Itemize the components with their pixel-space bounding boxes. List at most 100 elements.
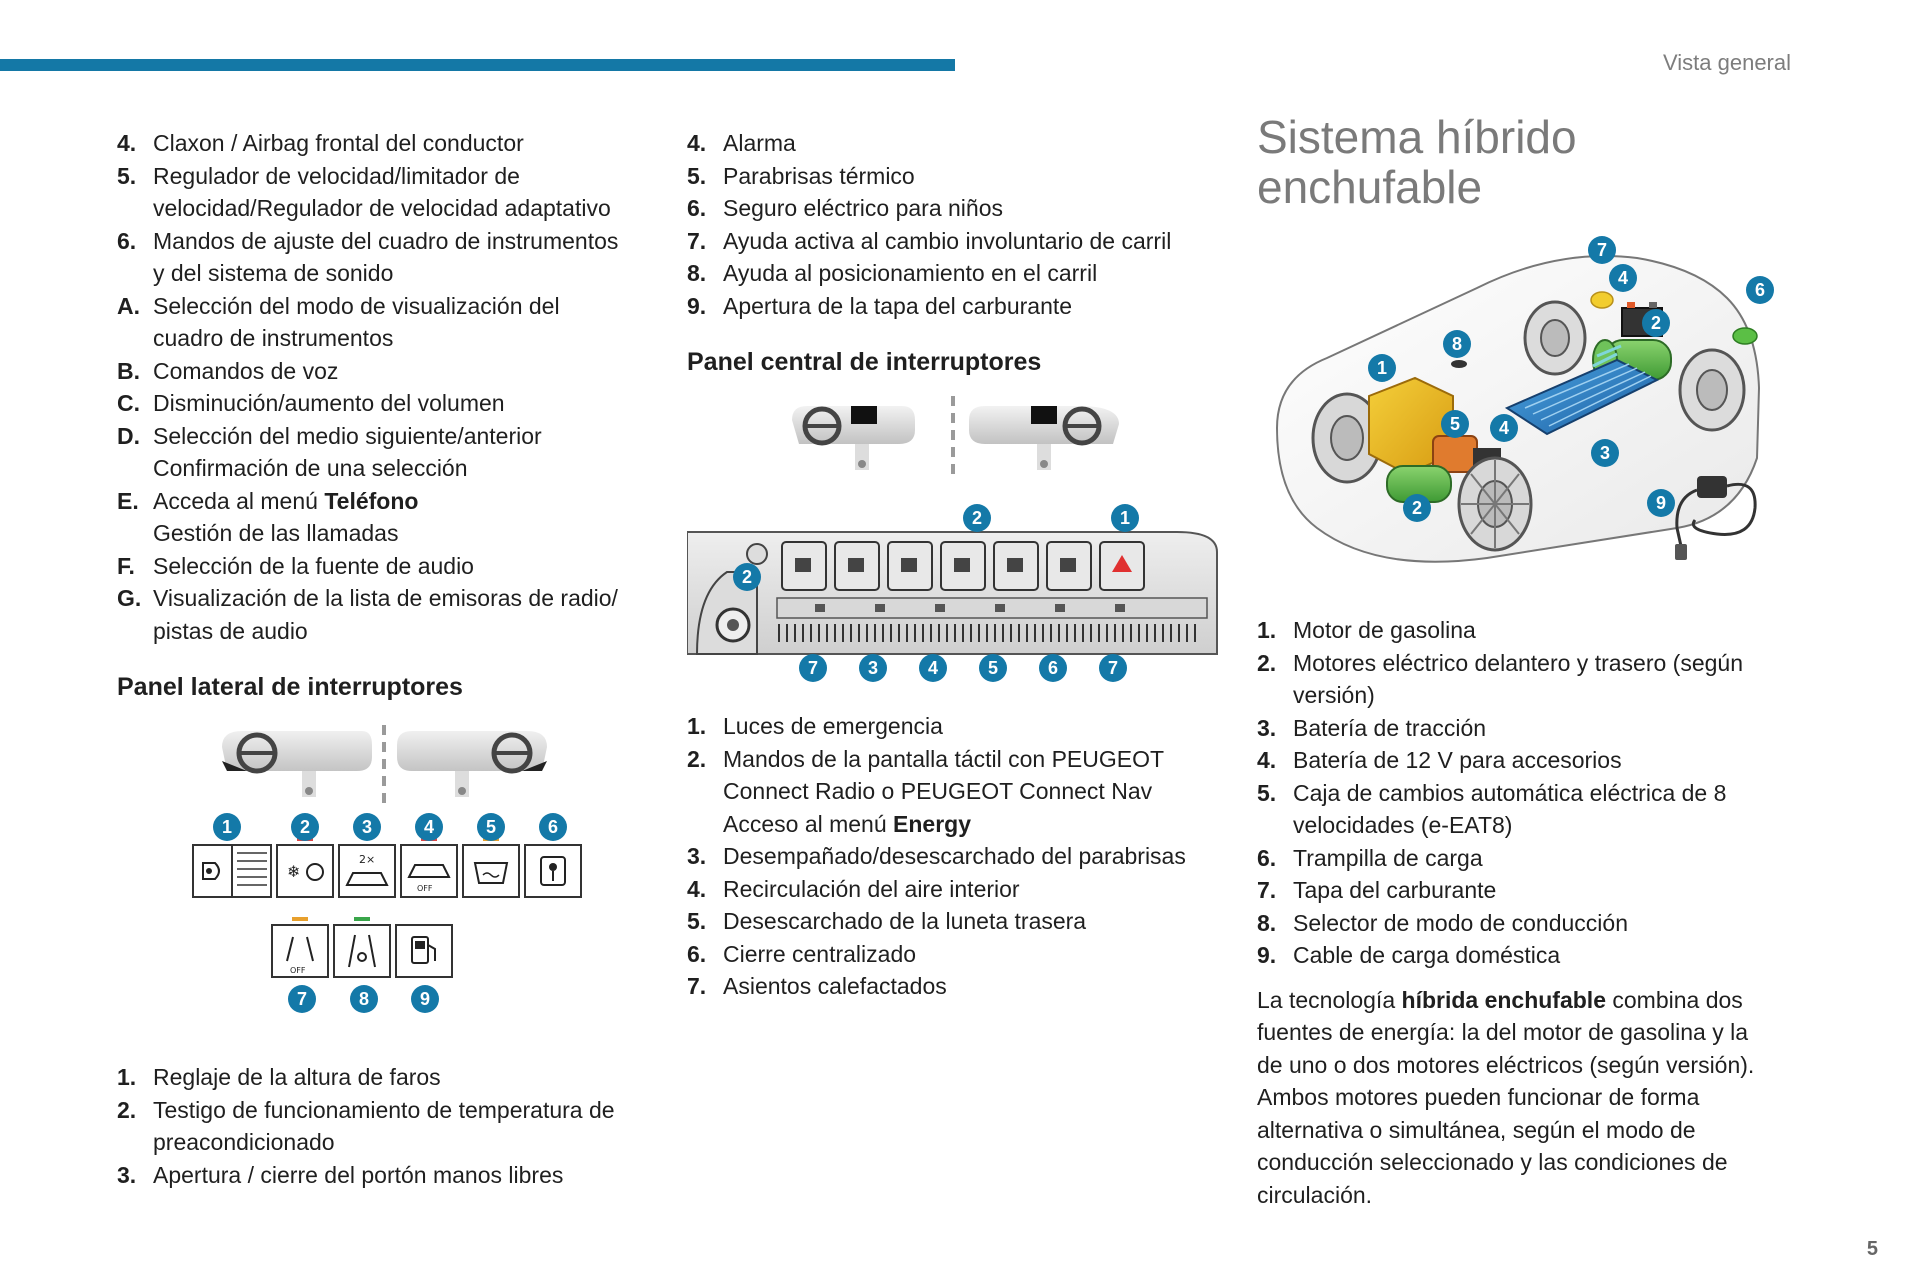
svg-text:9: 9 <box>420 989 430 1009</box>
front-axle <box>1311 376 1533 552</box>
list-item: 1.Motor de gasolina <box>1257 617 1476 643</box>
svg-text:4: 4 <box>1618 268 1628 288</box>
list-item: 5.Caja de cambios automática eléctrica d… <box>1257 779 1727 839</box>
callout-badge: 1 <box>213 813 241 841</box>
svg-text:2: 2 <box>1651 313 1661 333</box>
center-panel-list: 1.Luces de emergencia 2.Mandos de la pan… <box>687 710 1227 1003</box>
list-item: 6.Mandos de ajuste del cuadro de instrum… <box>117 227 619 287</box>
svg-text:1: 1 <box>1120 508 1130 528</box>
svg-text:4: 4 <box>928 658 938 678</box>
svg-text:5: 5 <box>988 658 998 678</box>
dashboard-right-icon <box>969 406 1119 470</box>
center-switch-panel-figure: 2 1 2 7 3 4 5 6 7 <box>687 396 1218 682</box>
callout-badge: 6 <box>1039 654 1067 682</box>
list-item: 1.Luces de emergencia <box>687 713 943 739</box>
list-item: 8.Ayuda al posicionamiento en el carril <box>687 260 1098 286</box>
callout-badge: 4 <box>1609 264 1637 292</box>
svg-text:OFF: OFF <box>290 966 306 975</box>
callout-badges: 1 2 3 4 5 6 7 8 9 <box>213 813 567 1013</box>
svg-text:4: 4 <box>424 817 434 837</box>
callout-badge: 2 <box>733 563 761 591</box>
svg-text:2: 2 <box>300 817 310 837</box>
svg-text:1: 1 <box>222 817 232 837</box>
list-item: 5.Desescarchado de la luneta trasera <box>687 908 1087 934</box>
svg-text:5: 5 <box>1450 414 1460 434</box>
callout-badge: 5 <box>979 654 1007 682</box>
svg-text:6: 6 <box>1755 280 1765 300</box>
list-item: B.Comandos de voz <box>117 357 339 384</box>
vent-grille <box>778 624 1196 642</box>
svg-text:7: 7 <box>1108 658 1118 678</box>
svg-text:2×: 2× <box>359 853 375 866</box>
dashboard-left-icon <box>222 731 372 797</box>
svg-text:7: 7 <box>1597 240 1607 260</box>
svg-text:OFF: OFF <box>417 884 433 893</box>
drive-mode-selector-marker <box>1451 360 1467 368</box>
alarm-off-icon: OFF <box>407 864 451 893</box>
column-right: Sistema híbrido enchufable <box>1257 112 1817 1211</box>
svg-text:❄: ❄ <box>287 862 300 881</box>
header-accent-bar <box>0 59 955 71</box>
list-item: 6.Trampilla de carga <box>1257 844 1483 871</box>
svg-text:6: 6 <box>1048 658 1058 678</box>
list-item: 7.Asientos calefactados <box>687 973 947 999</box>
column-left: 4.Claxon / Airbag frontal del conductor … <box>117 127 657 1191</box>
fuel-cap-marker <box>1590 291 1614 309</box>
svg-text:6: 6 <box>548 817 558 837</box>
callout-badge: 4 <box>919 654 947 682</box>
list-item: D.Selección del medio siguiente/anterior… <box>117 422 542 482</box>
svg-text:2: 2 <box>1412 498 1422 518</box>
callout-badge: 6 <box>539 813 567 841</box>
callout-badge: 4 <box>415 813 443 841</box>
list-item: 1.Reglaje de la altura de faros <box>117 1064 441 1090</box>
list-item: 4.Claxon / Airbag frontal del conductor <box>117 130 524 156</box>
callout-badges: 1 2 3 4 5 6 7 8 9 2 4 <box>1368 236 1774 522</box>
list-item: 4.Recirculación del aire interior <box>687 875 1020 902</box>
callout-badge: 9 <box>411 985 439 1013</box>
list-item: G.Visualización de la lista de emisoras … <box>117 585 618 644</box>
side-panel-heading: Panel lateral de interruptores <box>117 673 463 701</box>
callout-badge: 7 <box>1099 654 1127 682</box>
list-item: 6.Seguro eléctrico para niños <box>687 195 1003 221</box>
list-item: A.Selección del modo de visualización de… <box>117 292 560 352</box>
charging-flap-marker <box>1732 327 1758 345</box>
child-lock-icon <box>540 856 566 886</box>
callout-badge: 8 <box>1443 330 1471 358</box>
svg-text:2: 2 <box>972 508 982 528</box>
switch-button-row-top: ❄ 2× OFF <box>192 837 582 898</box>
callout-badge: 3 <box>859 654 887 682</box>
section-label: Vista general <box>1662 50 1791 75</box>
list-item: 6.Cierre centralizado <box>687 940 917 967</box>
callout-badge: 1 <box>1111 504 1139 532</box>
column-middle: 4.Alarma 5.Parabrisas térmico 6.Seguro e… <box>687 127 1227 1003</box>
hybrid-car-figure: 1 2 3 4 5 6 7 8 9 2 4 <box>1275 236 1774 563</box>
list-item: 4.Alarma <box>687 130 796 156</box>
callout-badge: 6 <box>1746 276 1774 304</box>
callout-badge: 2 <box>1403 494 1431 522</box>
svg-text:3: 3 <box>868 658 878 678</box>
list-item: 3.Batería de tracción <box>1257 714 1487 741</box>
rear-defrost-icon <box>473 862 509 884</box>
callout-badge: 1 <box>1368 354 1396 382</box>
list-item: 9.Apertura de la tapa del carburante <box>687 292 1073 319</box>
list-item: 5.Parabrisas térmico <box>687 162 915 189</box>
callout-badge: 4 <box>1490 414 1518 442</box>
callout-badge: 3 <box>1591 439 1619 467</box>
fuel-flap-icon <box>411 936 436 964</box>
list-item: 7.Ayuda activa al cambio involuntario de… <box>687 227 1172 254</box>
dashboard-right-icon <box>397 731 547 797</box>
list-item: 3.Desempañado/desescarchado del parabris… <box>687 843 1186 869</box>
lane-assist-off-icon: OFF <box>286 936 314 975</box>
controls-list: 4.Claxon / Airbag frontal del conductor … <box>117 127 657 647</box>
side-panel-list: 1.Reglaje de la altura de faros 2.Testig… <box>117 1061 657 1191</box>
hybrid-description-paragraph: La tecnología híbrida enchufable combina… <box>1257 986 1755 1208</box>
callout-badge: 9 <box>1647 489 1675 517</box>
hybrid-components-list: 1.Motor de gasolina 2.Motores eléctrico … <box>1257 614 1817 972</box>
svg-text:7: 7 <box>808 658 818 678</box>
list-item: 8.Selector de modo de conducción <box>1257 909 1628 936</box>
svg-text:1: 1 <box>1377 358 1387 378</box>
charging-cable-icon <box>1675 476 1757 560</box>
callout-badge: 7 <box>799 654 827 682</box>
